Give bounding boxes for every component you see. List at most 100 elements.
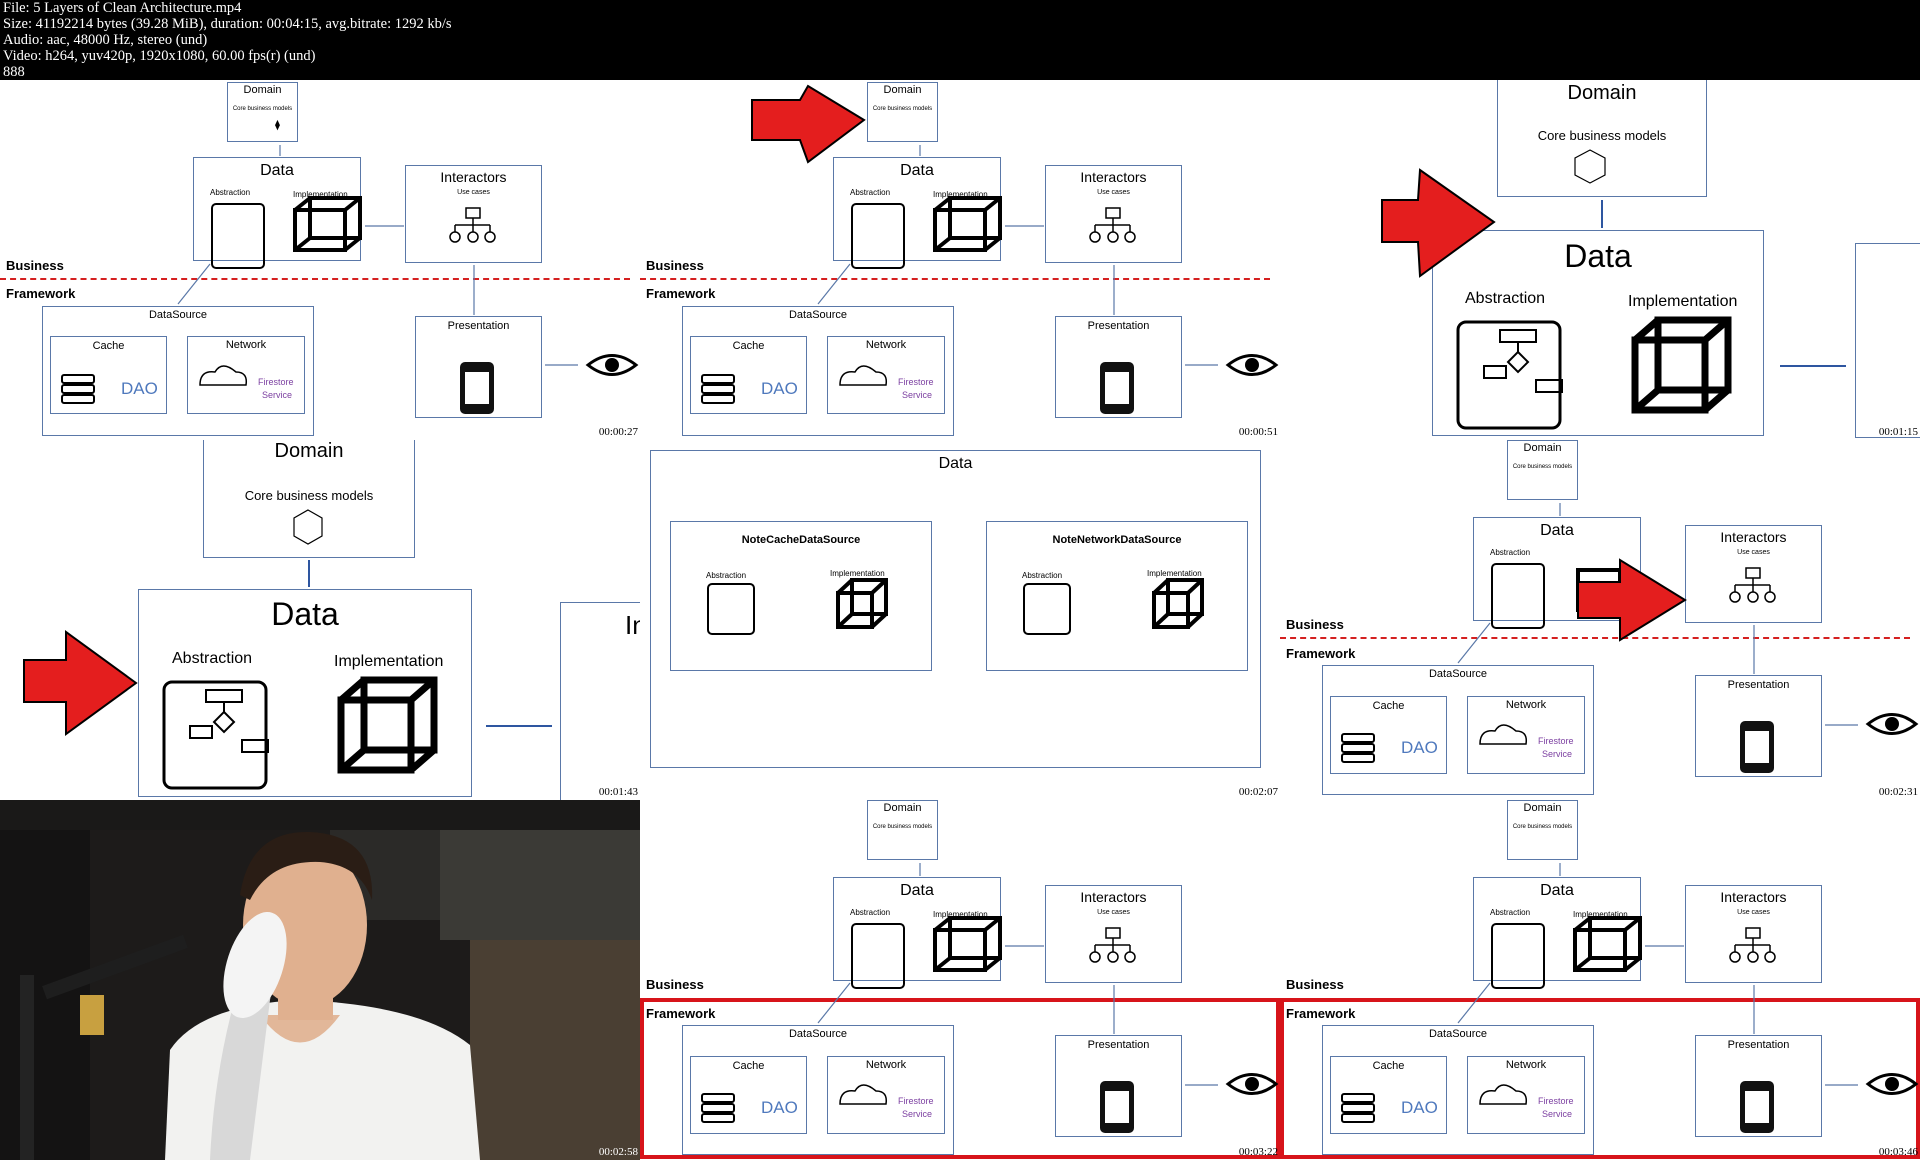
red-arrow-icon	[1577, 558, 1687, 642]
abstraction-label: Abstraction	[1022, 571, 1063, 580]
abstraction-label: Abstraction	[1490, 908, 1531, 917]
thumbnail-framework-highlight: Domain Core business models Data Abstrac…	[640, 800, 1280, 1160]
presentation-title: Presentation	[1087, 320, 1150, 332]
thumbnail-zoom-data-abstraction: Domain Core business models Data Abstrac…	[0, 440, 640, 800]
business-label: Business	[646, 258, 704, 273]
firestore-label: Firestore	[1538, 1096, 1574, 1106]
domain-title: Domain	[1523, 442, 1562, 454]
network-box	[1467, 696, 1585, 774]
network-title: Network	[1505, 699, 1547, 711]
network-title: Network	[1505, 1059, 1547, 1071]
file-name-line: File: 5 Layers of Clean Architecture.mp4	[3, 0, 242, 16]
red-arrow-icon	[1381, 168, 1496, 278]
note-network-title: NoteNetworkDataSource	[1052, 534, 1182, 546]
cache-title: Cache	[1372, 700, 1405, 712]
use-cases-label: Use cases	[1737, 549, 1770, 556]
business-framework-divider	[1280, 637, 1910, 639]
frame-count-line: 888	[3, 64, 25, 80]
interactors-title-partial: In	[625, 610, 640, 640]
presentation-title: Presentation	[1727, 679, 1790, 691]
tile-graphics	[707, 578, 1204, 635]
domain-title: Domain	[274, 440, 344, 462]
interactors-box-edge	[560, 602, 640, 800]
implementation-label: Implementation	[933, 910, 988, 919]
tile-graphics	[1341, 503, 1919, 773]
data-title: Data	[260, 162, 294, 179]
cache-title: Cache	[732, 1060, 765, 1072]
tile-graphics	[701, 84, 1279, 414]
use-cases-label: Use cases	[1097, 189, 1130, 196]
timestamp: 00:02:31	[1878, 786, 1918, 798]
abstraction-label: Abstraction	[172, 650, 253, 667]
framework-label: Framework	[1286, 1006, 1356, 1021]
interactors-box	[1685, 885, 1822, 983]
timestamp: 00:01:43	[598, 786, 638, 798]
service-label: Service	[902, 1109, 933, 1119]
domain-title: Domain	[243, 84, 282, 96]
datasource-title: DataSource	[1428, 1028, 1488, 1040]
dao-label: DAO	[1401, 738, 1438, 757]
interactors-box	[1045, 165, 1182, 263]
abstraction-label: Abstraction	[706, 571, 747, 580]
presentation-title: Presentation	[447, 320, 510, 332]
data-title: Data	[900, 162, 934, 179]
core-models-label: Core business models	[232, 106, 293, 112]
service-label: Service	[1542, 749, 1573, 759]
core-models-label: Core business models	[872, 106, 933, 112]
implementation-label: Implementation	[293, 190, 348, 199]
data-title: Data	[900, 882, 934, 899]
datasource-title: DataSource	[788, 309, 848, 321]
data-title: Data	[1564, 238, 1632, 274]
red-arrow-icon	[751, 84, 866, 164]
dao-label: DAO	[121, 379, 158, 398]
red-arrow-icon	[23, 630, 138, 736]
cubes-icon: ⧫	[275, 120, 280, 131]
video-info-line: Video: h264, yuv420p, 1920x1080, 60.00 f…	[3, 48, 316, 64]
core-models-label: Core business models	[872, 824, 933, 830]
interactors-title: Interactors	[1720, 529, 1787, 545]
framework-label: Framework	[646, 1006, 716, 1021]
service-label: Service	[1542, 1109, 1573, 1119]
core-models-label: Core business models	[1537, 128, 1667, 143]
implementation-label: Implementation	[1147, 569, 1202, 578]
business-framework-divider	[0, 278, 630, 280]
implementation-label: Implementation	[830, 569, 885, 578]
service-label: Service	[262, 390, 293, 400]
core-models-label: Core business models	[244, 488, 374, 503]
domain-box	[1507, 440, 1578, 500]
timestamp: 00:00:27	[598, 426, 638, 438]
domain-box	[1507, 800, 1578, 860]
tile-graphics	[1381, 149, 1846, 430]
timestamp: 00:03:46	[1878, 1146, 1918, 1158]
note-cache-title: NoteCacheDataSource	[741, 534, 861, 546]
interactors-title: Interactors	[1720, 889, 1787, 905]
thumbnail-framework-highlight-2: Domain Core business models Data Abstrac…	[1280, 800, 1920, 1160]
timestamp: 00:02:07	[1238, 786, 1278, 798]
firestore-label: Firestore	[258, 377, 294, 387]
timestamp: 00:01:15	[1878, 426, 1918, 438]
webcam-thumbnail: 00:02:58	[0, 800, 640, 1160]
business-framework-divider	[640, 278, 1270, 280]
presentation-title: Presentation	[1087, 1039, 1150, 1051]
tile-graphics	[1280, 863, 1920, 1159]
framework-label: Framework	[6, 286, 76, 301]
network-title: Network	[865, 339, 907, 351]
service-label: Service	[902, 390, 933, 400]
use-cases-label: Use cases	[457, 189, 490, 196]
data-title: Data	[271, 596, 339, 632]
domain-title: Domain	[883, 802, 922, 814]
use-cases-label: Use cases	[1737, 909, 1770, 916]
dao-label: DAO	[761, 379, 798, 398]
domain-box	[203, 440, 415, 558]
business-label: Business	[1286, 617, 1344, 632]
webcam-scene	[0, 800, 640, 1160]
interactors-box	[405, 165, 542, 263]
note-network-datasource-box	[986, 521, 1248, 671]
implementation-label: Implementation	[1628, 293, 1738, 310]
abstraction-label: Abstraction	[850, 188, 891, 197]
network-box	[187, 336, 305, 414]
implementation-label: Implementation	[1573, 910, 1628, 919]
use-cases-label: Use cases	[1097, 909, 1130, 916]
interactors-box	[1045, 885, 1182, 983]
domain-title: Domain	[1523, 802, 1562, 814]
